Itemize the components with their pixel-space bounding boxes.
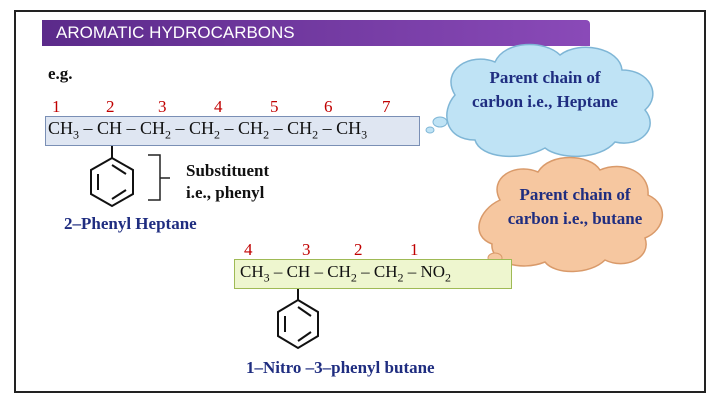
carbon-number-1b: 1 <box>410 240 419 259</box>
carbon-number-3b: 3 <box>302 240 311 259</box>
carbon-number-4: 4 <box>214 97 223 116</box>
carbon-number-4b: 4 <box>244 240 253 259</box>
benzene-ring-2 <box>277 289 319 350</box>
butane-chain-box <box>234 259 512 289</box>
benzene-ring-1 <box>90 146 134 208</box>
carbon-number-2: 2 <box>106 97 115 116</box>
compound-name-1: 2–Phenyl Heptane <box>64 214 197 233</box>
slide-frame <box>14 10 706 393</box>
substituent-label: Substituent i.e., phenyl <box>186 161 270 202</box>
carbon-number-5: 5 <box>270 97 279 116</box>
carbon-number-1: 1 <box>52 97 61 116</box>
cloud-heptane <box>425 43 654 158</box>
cloud-heptane-text: Parent chain of carbon i.e., Heptane <box>472 68 618 111</box>
carbon-number-7: 7 <box>382 97 391 116</box>
substituent-bracket <box>148 154 170 201</box>
cloud-butane-text: Parent chain of carbon i.e., butane <box>507 185 643 228</box>
heptane-chain: CH3 – CH – CH2 – CH2 – CH2 – CH2 – CH3 <box>48 118 368 142</box>
compound-name-2: 1–Nitro –3–phenyl butane <box>246 358 435 377</box>
heptane-chain-box <box>45 116 420 146</box>
carbon-number-2b: 2 <box>354 240 363 259</box>
carbon-number-3: 3 <box>158 97 167 116</box>
eg-label: e.g. <box>48 64 73 83</box>
carbon-number-6: 6 <box>324 97 333 116</box>
slide-title: AROMATIC HYDROCARBONS <box>42 20 590 46</box>
butane-chain: CH3 – CH – CH2 – CH2 – NO2 <box>240 262 452 285</box>
